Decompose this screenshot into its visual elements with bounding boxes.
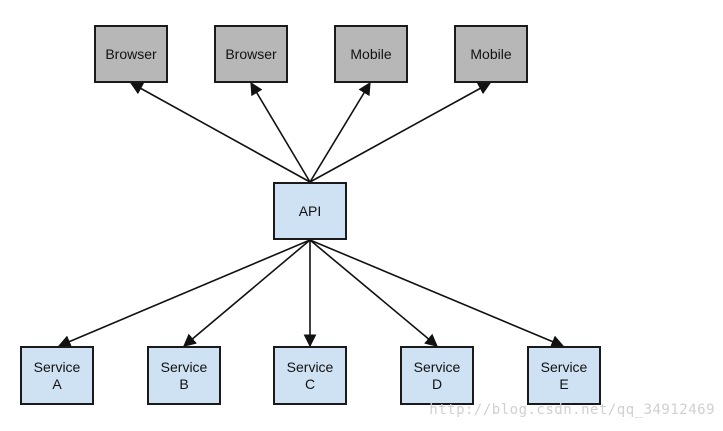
browser-node-1-label: Browser <box>105 45 157 62</box>
service-c-line2: C <box>304 375 316 392</box>
service-e-node: Service E <box>527 346 601 405</box>
mobile-node-1-label: Mobile <box>350 45 392 62</box>
service-d-line1: Service <box>413 358 461 375</box>
edge-api-mobile-2 <box>309 82 492 183</box>
service-a-line1: Service <box>33 358 81 375</box>
mobile-node-2-label: Mobile <box>470 45 512 62</box>
edge-api-browser-1 <box>129 82 311 183</box>
service-b-line2: B <box>179 375 189 392</box>
edge-api-mobile-1 <box>309 81 371 183</box>
browser-node-2-label: Browser <box>225 45 277 62</box>
service-c-line1: Service <box>286 358 334 375</box>
service-b-node: Service B <box>147 346 221 405</box>
edge-api-service-a <box>57 239 311 348</box>
service-e-line1: Service <box>540 358 588 375</box>
service-e-line2: E <box>559 375 569 392</box>
service-a-node: Service A <box>20 346 94 405</box>
watermark-text: http://blog.csdn.net/qq_34912469 <box>429 402 715 418</box>
service-c-node: Service C <box>273 346 347 405</box>
edge-api-service-b <box>183 239 311 347</box>
edge-api-service-d <box>309 239 438 347</box>
mobile-node-1: Mobile <box>334 25 408 83</box>
api-node: API <box>273 182 347 240</box>
edge-api-service-e <box>309 239 565 348</box>
service-b-line1: Service <box>160 358 208 375</box>
mobile-node-2: Mobile <box>454 25 528 83</box>
service-a-line2: A <box>52 375 62 392</box>
browser-node-1: Browser <box>94 25 168 83</box>
service-d-node: Service D <box>400 346 474 405</box>
api-node-label: API <box>298 202 322 219</box>
edge-api-browser-2 <box>250 81 311 183</box>
service-d-line2: D <box>431 375 443 392</box>
browser-node-2: Browser <box>214 25 288 83</box>
